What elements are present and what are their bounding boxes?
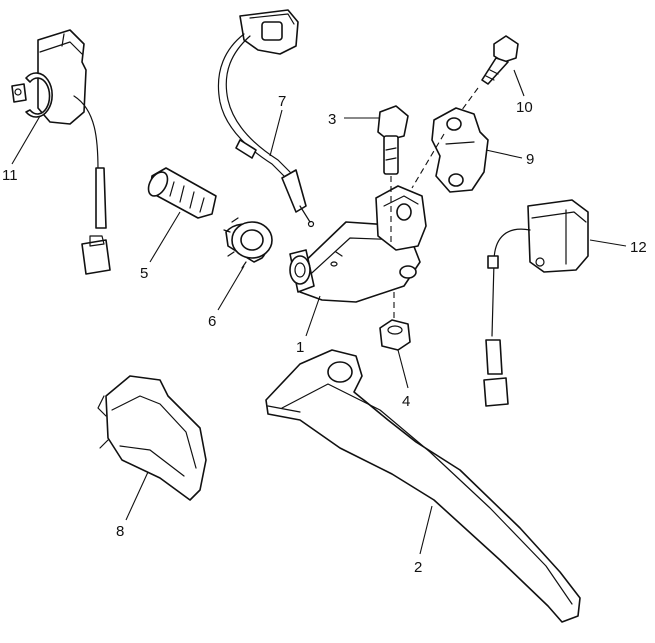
part-8-lever-guard [97, 375, 207, 501]
part-6-adjuster-ring [223, 217, 273, 269]
callout-8: 8 [116, 523, 124, 540]
callout-7: 7 [278, 93, 286, 110]
part-4-nut [379, 292, 411, 351]
part-3-pivot-bolt [377, 105, 409, 244]
part-9-clamp [411, 107, 489, 193]
callout-labels: 1 2 3 4 5 6 7 8 9 10 11 12 [2, 93, 647, 576]
callout-10: 10 [516, 99, 533, 116]
callout-9: 9 [526, 151, 534, 168]
part-5-adjuster-bolt [147, 167, 217, 219]
callout-3: 3 [328, 111, 336, 128]
callout-2: 2 [414, 559, 422, 576]
part-10-bolt [455, 35, 519, 119]
callout-4: 4 [402, 393, 410, 410]
callout-6: 6 [208, 313, 216, 330]
part-7-cable-switch [217, 9, 315, 228]
callout-12: 12 [630, 239, 647, 256]
part-12-switch-assembly [483, 199, 589, 407]
leader-lines [11, 69, 627, 555]
callout-5: 5 [140, 265, 148, 282]
callout-1: 1 [296, 339, 304, 356]
callout-11: 11 [2, 167, 18, 184]
part-1-lever-bracket [289, 185, 427, 303]
part-11-switch-assembly [11, 29, 111, 275]
part-2-clutch-lever [265, 349, 581, 623]
